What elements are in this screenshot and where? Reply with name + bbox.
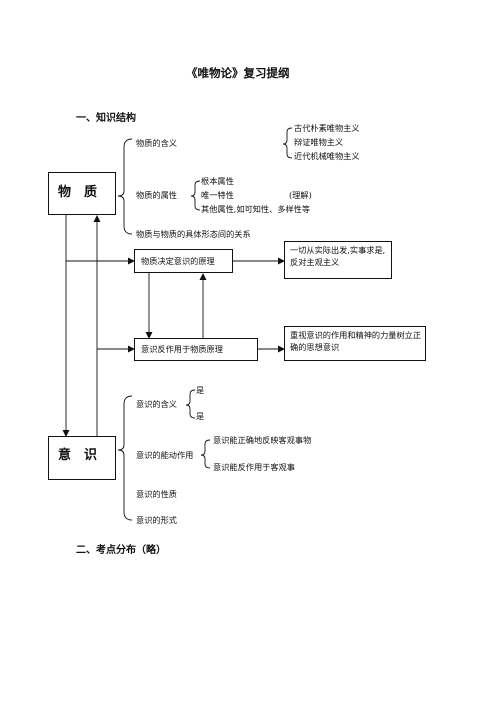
matter-attribute-note: (理解) <box>289 190 312 200</box>
principle-consciousness-reacts: 意识反作用于物质原理 <box>141 344 223 354</box>
principle1-result: 一切从实际出发,实事求是,反对主观主义 <box>290 245 386 267</box>
matter-attribute-label: 物质的属性 <box>136 190 177 200</box>
matter-brace <box>117 138 133 235</box>
consciousness-active-item: 意识能正确地反映客观事物 <box>213 435 312 445</box>
consciousness-meaning-label: 意识的含义 <box>136 399 177 409</box>
principle-matter-decides: 物质决定意识的原理 <box>141 256 215 266</box>
consciousness-active-label: 意识的能动作用 <box>136 450 194 460</box>
section-heading-exam-points: 二、考点分布（略） <box>76 545 166 556</box>
consciousness-label: 意 识 <box>58 448 98 463</box>
matter-relation-label: 物质与物质的具体形态间的关系 <box>136 229 251 239</box>
matter-box <box>48 172 116 215</box>
consciousness-meaning-brace <box>185 389 196 419</box>
consciousness-nature-label: 意识的性质 <box>136 489 177 499</box>
matter-meaning-brace <box>282 127 293 159</box>
principle2-result: 重视意识的作用和精神的力量树立正确的思想意识 <box>290 330 422 352</box>
principle2-result-box <box>284 326 426 361</box>
section-heading-structure: 一、知识结构 <box>76 113 136 124</box>
matter-attribute-item: 其他属性,如可知性、多样性等 <box>201 204 311 214</box>
principle-matter-decides-box <box>134 249 233 273</box>
consciousness-box <box>48 436 116 480</box>
matter-attribute-brace <box>190 180 201 211</box>
consciousness-active-item: 意识能反作用于客观事 <box>213 462 295 472</box>
principle-consciousness-reacts-box <box>134 338 258 361</box>
consciousness-brace <box>117 395 133 521</box>
consciousness-meaning-item: 是 <box>196 385 205 395</box>
matter-meaning-item: 近代机械唯物主义 <box>294 151 360 161</box>
consciousness-form-label: 意识的形式 <box>136 515 177 525</box>
consciousness-active-brace <box>200 439 211 469</box>
matter-attribute-item: 唯一特性 <box>201 190 234 200</box>
matter-meaning-label: 物质的含义 <box>136 138 177 148</box>
consciousness-meaning-item: 是 <box>196 411 205 421</box>
principle1-result-box <box>284 241 392 279</box>
page-title: 《唯物论》复习提纲 <box>186 66 290 80</box>
matter-attribute-item: 根本属性 <box>201 176 234 186</box>
matter-label: 物 质 <box>58 185 98 200</box>
matter-meaning-item: 辩证唯物主义 <box>294 137 344 147</box>
matter-meaning-item: 古代朴素唯物主义 <box>294 123 360 133</box>
